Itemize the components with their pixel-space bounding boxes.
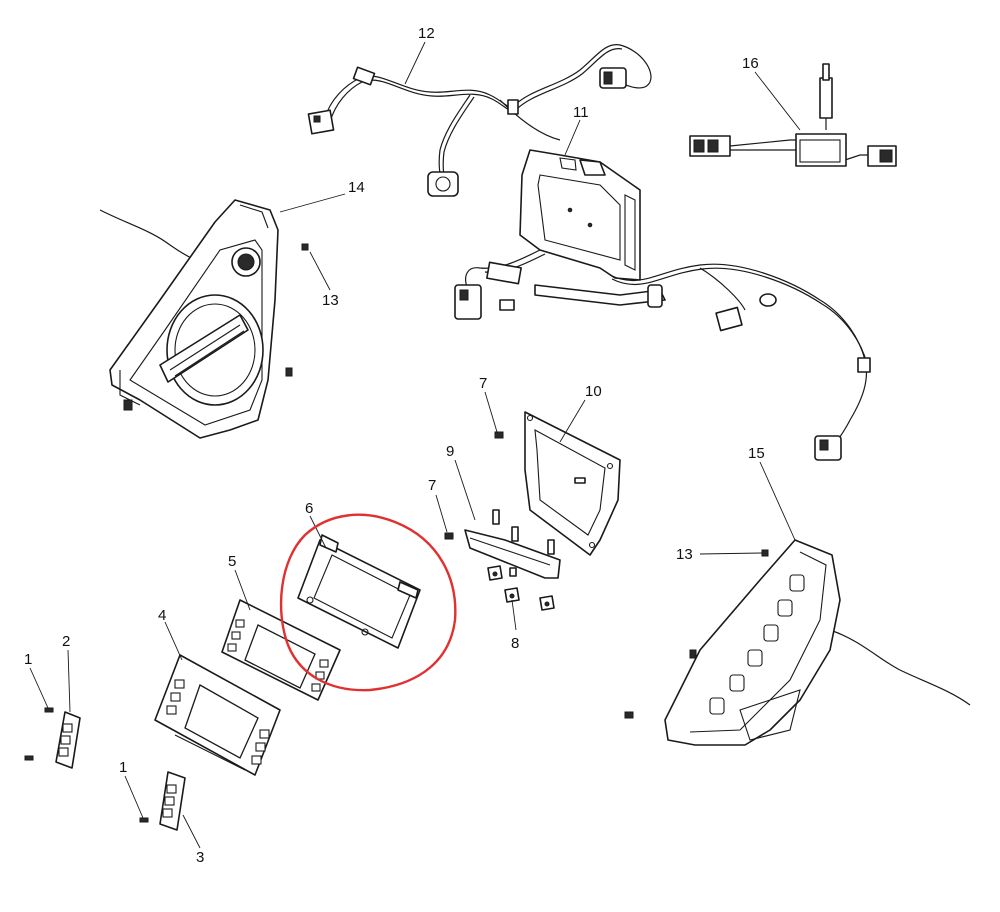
callout-9: 9 bbox=[446, 443, 454, 460]
part-6-display-bracket[interactable] bbox=[297, 534, 421, 649]
callout-14: 14 bbox=[348, 179, 365, 196]
part-4-display-unit[interactable] bbox=[154, 654, 281, 776]
callout-10: 10 bbox=[585, 383, 602, 400]
part-3-switch-panel[interactable] bbox=[139, 771, 186, 831]
part-12-wire-harness[interactable] bbox=[307, 44, 652, 197]
callout-1-upper: 1 bbox=[24, 651, 32, 668]
callout-15: 15 bbox=[748, 445, 765, 462]
part-15-right-speaker-pod[interactable] bbox=[301, 243, 971, 746]
callout-2: 2 bbox=[62, 633, 70, 650]
part-11-control-module-bracket[interactable] bbox=[454, 149, 871, 461]
part-2-switch-panel[interactable] bbox=[24, 707, 81, 769]
highlight-circle bbox=[279, 513, 457, 692]
part-10-mounting-plate[interactable] bbox=[494, 411, 621, 556]
callout-8: 8 bbox=[511, 635, 519, 652]
callout-5: 5 bbox=[228, 553, 236, 570]
part-16-adapter-harness[interactable] bbox=[689, 63, 897, 167]
callout-13-right: 13 bbox=[676, 546, 693, 563]
callout-11: 11 bbox=[573, 104, 589, 121]
part-8-clips[interactable] bbox=[487, 565, 555, 611]
callout-12: 12 bbox=[418, 25, 435, 42]
callout-7-upper: 7 bbox=[479, 375, 487, 392]
callout-3: 3 bbox=[196, 849, 204, 866]
callout-13-left: 13 bbox=[322, 292, 339, 309]
callout-4: 4 bbox=[158, 607, 166, 624]
callout-labels: 12 11 16 14 13 7 10 9 7 15 6 13 5 4 8 2 … bbox=[24, 25, 765, 866]
part-9-bracket[interactable] bbox=[444, 509, 561, 579]
callout-1-lower: 1 bbox=[119, 759, 127, 776]
leader-lines bbox=[29, 41, 801, 849]
part-14-left-speaker-pod[interactable] bbox=[99, 199, 293, 439]
callout-7-lower: 7 bbox=[428, 477, 436, 494]
callout-16: 16 bbox=[742, 55, 759, 72]
callout-6: 6 bbox=[305, 500, 313, 517]
